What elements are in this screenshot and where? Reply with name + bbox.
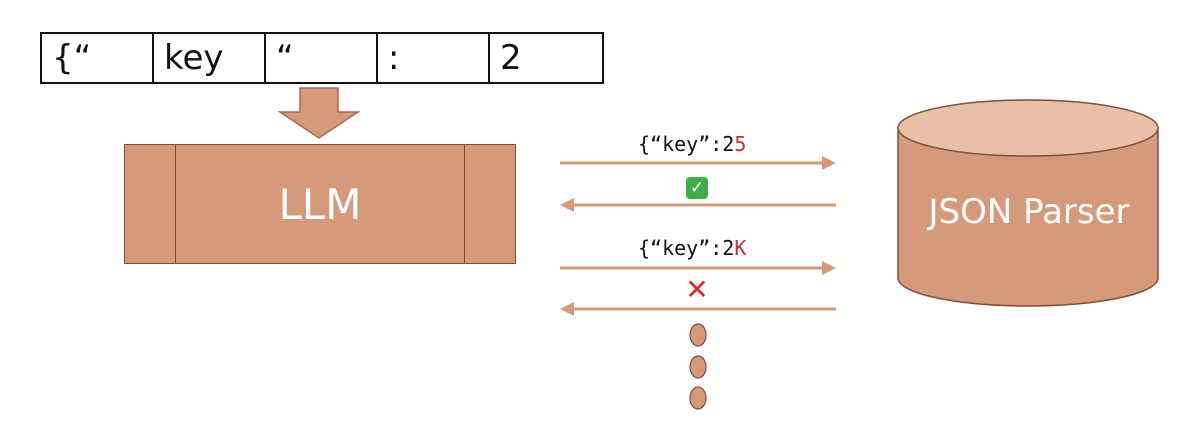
- output-prefix: {“key”:2: [638, 132, 735, 156]
- llm-block: LLM: [124, 144, 516, 264]
- request-arrow: [560, 156, 836, 170]
- json-parser-label: JSON Parser: [928, 192, 1130, 232]
- token-cell: 2: [500, 38, 522, 78]
- output-prefix: {“key”:2: [638, 236, 735, 260]
- response-arrow: [560, 302, 836, 316]
- token-cell: :: [378, 34, 490, 82]
- next-char: 5: [734, 132, 747, 156]
- llm-right-panel: [464, 145, 515, 263]
- token-sequence: {“ key “ : 2: [40, 32, 604, 84]
- cross-mark-icon: ✕: [685, 273, 709, 306]
- check-mark-icon: ✓: [686, 177, 708, 199]
- continuation-dots-icon: [689, 323, 707, 410]
- llm-label: LLM: [278, 179, 362, 229]
- token-cell: {“: [42, 34, 154, 82]
- candidate-output: {“key”:2K: [638, 236, 746, 260]
- json-parser-cylinder: [897, 99, 1159, 307]
- down-arrow-icon: [277, 87, 361, 139]
- next-char: K: [734, 236, 747, 260]
- token-cell: “: [266, 34, 378, 82]
- token-cell: key: [154, 34, 266, 82]
- candidate-output: {“key”:25: [638, 132, 746, 156]
- request-arrow: [560, 261, 836, 275]
- llm-left-panel: [125, 145, 176, 263]
- response-arrow: [560, 198, 836, 212]
